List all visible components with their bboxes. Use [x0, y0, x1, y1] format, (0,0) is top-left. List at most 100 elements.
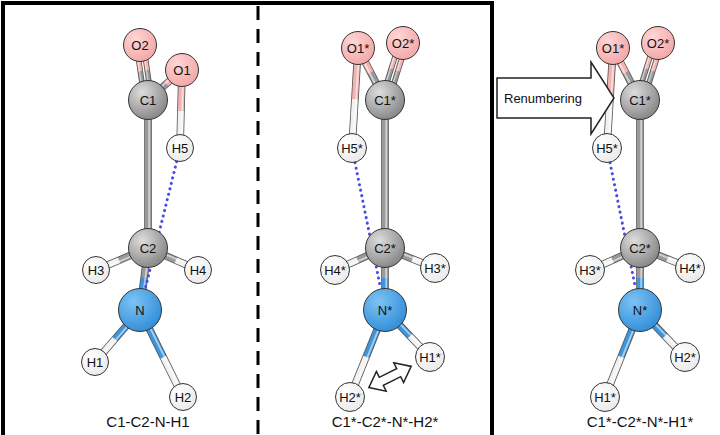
- bond-stroke: [609, 328, 632, 386]
- atom-label: O2*: [647, 37, 669, 50]
- atom-circle: H4*: [320, 255, 350, 285]
- bond-stroke: [346, 256, 369, 266]
- covalent-bond: [148, 327, 179, 388]
- atom-circle: H5*: [337, 133, 367, 163]
- covalent-bond: [353, 62, 359, 136]
- covalent-bond: [609, 328, 634, 387]
- arrow-label: Renumbering: [504, 92, 582, 105]
- atom-circle: O1*: [341, 31, 375, 65]
- block-arrow-outline: [497, 62, 614, 134]
- atom-label: H2*: [674, 351, 696, 364]
- covalent-bond: [106, 255, 133, 267]
- dihedral-caption: C1*-C2*-N*-H2*: [332, 413, 439, 431]
- atom-circle: O2*: [386, 26, 420, 60]
- bond-stroke: [393, 57, 402, 84]
- atom-circle: H5*: [592, 133, 622, 163]
- atom-circle: O1: [165, 53, 199, 87]
- bond-stroke: [354, 62, 358, 136]
- atom-label: N*: [378, 304, 392, 317]
- atom-label: C2*: [629, 242, 651, 255]
- bond-stroke: [148, 327, 178, 387]
- bond-stroke: [611, 328, 634, 386]
- atom-label: H3: [88, 264, 105, 277]
- atom-label: C1*: [629, 94, 651, 107]
- atom-label: H2*: [339, 391, 361, 404]
- bond-stroke: [145, 174, 151, 231]
- atom-circle: H1: [81, 348, 109, 376]
- covalent-bond: [148, 117, 149, 231]
- atom-label: H4*: [324, 264, 346, 277]
- atom-circle: C1*: [620, 80, 660, 120]
- atom-label: H1: [87, 356, 104, 369]
- atom-circle: H2: [169, 383, 197, 411]
- atom-circle: H3: [82, 256, 110, 284]
- swap-arrow: [369, 363, 411, 391]
- atom-circle: C2*: [365, 228, 405, 268]
- bond-stroke: [354, 357, 366, 386]
- bond-stroke: [366, 328, 378, 357]
- atom-label: N: [135, 304, 144, 317]
- bond-stroke: [181, 84, 182, 137]
- bond-stroke: [610, 163, 635, 287]
- bond-stroke: [648, 57, 657, 84]
- frame-outline: [3, 3, 492, 435]
- renumbering-arrow: Renumbering: [496, 60, 615, 136]
- atom-label: O2: [131, 39, 148, 52]
- bond-stroke: [149, 327, 179, 387]
- bond-stroke: [653, 324, 677, 349]
- atom-label: H1*: [594, 391, 616, 404]
- atom-circle: H2*: [335, 382, 365, 412]
- atom-label: O1*: [602, 42, 624, 55]
- bond-stroke: [381, 117, 389, 231]
- atom-label: H4*: [679, 262, 701, 275]
- bond-stroke: [148, 327, 163, 357]
- bond-stroke: [163, 357, 178, 387]
- atom-label: H4: [190, 264, 207, 277]
- atom-label: H5*: [596, 142, 618, 155]
- atom-circle: H4: [184, 256, 212, 284]
- atom-label: H1*: [419, 351, 441, 364]
- atom-circle: H3*: [420, 253, 450, 283]
- atom-circle: C2*: [620, 228, 660, 268]
- dihedral-caption: C1*-C2*-N*-H1*: [587, 413, 694, 431]
- bond-stroke: [107, 256, 133, 267]
- atom-label: C1*: [374, 94, 396, 107]
- atom-circle: H4*: [675, 253, 705, 283]
- atom-circle: C2: [128, 228, 168, 268]
- atom-label: H2: [175, 391, 192, 404]
- atom-label: H5: [172, 142, 189, 155]
- bond-stroke: [103, 325, 128, 354]
- covalent-bond: [398, 323, 422, 348]
- atom-circle: H1*: [590, 382, 620, 412]
- bond-stroke: [609, 357, 621, 386]
- bond-stroke: [393, 57, 402, 84]
- hydrogen-bond: [146, 162, 177, 287]
- atom-label: H3*: [424, 262, 446, 275]
- covalent-bond: [102, 324, 128, 354]
- bond-stroke: [144, 117, 152, 231]
- atom-circle: N: [118, 288, 162, 332]
- atom-label: H3*: [579, 264, 601, 277]
- covalent-bond: [653, 323, 677, 348]
- atom-label: O1*: [347, 42, 369, 55]
- hydrogen-bond: [610, 163, 635, 287]
- bond-stroke: [654, 323, 678, 348]
- bond-stroke: [148, 117, 150, 231]
- bond-stroke: [355, 163, 380, 287]
- covalent-bond: [385, 117, 386, 231]
- covalent-bond: [180, 84, 183, 137]
- bond-stroke: [648, 57, 657, 84]
- dashed-divider: [257, 6, 260, 435]
- bond-stroke: [399, 323, 423, 348]
- swap-arrow-outline: [369, 363, 411, 391]
- bond-stroke: [145, 117, 151, 174]
- bond-stroke: [621, 328, 633, 357]
- bond-stroke: [106, 255, 132, 266]
- atom-label: C2: [140, 242, 157, 255]
- atom-label: O2*: [392, 37, 414, 50]
- atom-circle: N*: [363, 288, 407, 332]
- atom-label: C1: [140, 94, 157, 107]
- covalent-bond: [640, 117, 641, 231]
